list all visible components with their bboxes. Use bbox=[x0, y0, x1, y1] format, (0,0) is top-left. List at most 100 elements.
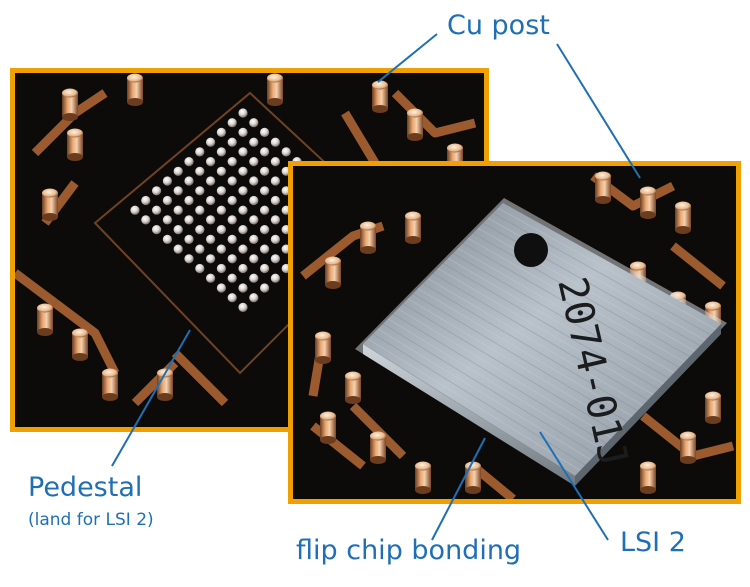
pedestal-pad bbox=[162, 195, 172, 206]
photo-lsi-mounted: 2074-01J bbox=[288, 161, 741, 504]
cu-post bbox=[267, 73, 283, 106]
pedestal-pad bbox=[184, 234, 194, 244]
pedestal-pad bbox=[238, 263, 248, 274]
pedestal-pad bbox=[249, 215, 259, 225]
pedestal-pad bbox=[216, 127, 226, 137]
cu-post bbox=[320, 411, 336, 444]
pedestal-pad bbox=[227, 273, 237, 283]
leader-cu-post-right bbox=[556, 43, 641, 179]
pedestal-pad bbox=[249, 293, 259, 303]
photo-pedestal-board bbox=[10, 68, 489, 432]
cu-post bbox=[415, 461, 431, 494]
pedestal-pad bbox=[216, 186, 226, 196]
pedestal-pad bbox=[270, 157, 280, 167]
cu-post bbox=[345, 371, 361, 404]
pedestal-pad bbox=[162, 234, 172, 244]
pedestal-pad bbox=[249, 234, 259, 244]
pedestal-pad bbox=[216, 147, 226, 157]
pedestal-pad bbox=[206, 254, 216, 264]
pedestal-pad bbox=[216, 205, 226, 215]
pedestal-pad bbox=[152, 186, 162, 196]
pedestal-pad bbox=[173, 244, 183, 254]
cu-post bbox=[62, 88, 78, 121]
cu-post bbox=[372, 80, 388, 113]
pedestal-pad bbox=[206, 273, 216, 283]
pedestal-pad bbox=[249, 195, 259, 206]
pedestal-pad bbox=[216, 283, 226, 293]
label-cu-post: Cu post bbox=[447, 10, 550, 41]
pedestal-pad bbox=[260, 225, 270, 235]
cu-post bbox=[405, 211, 421, 244]
pedestal-pad bbox=[238, 147, 248, 157]
pedestal-pad bbox=[162, 176, 172, 186]
copper-traces bbox=[15, 89, 479, 407]
pedestal-pad bbox=[249, 157, 259, 167]
label-lsi-2: LSI 2 bbox=[620, 527, 686, 558]
pedestal-pad bbox=[260, 283, 270, 293]
pedestal-pad bbox=[173, 225, 183, 235]
pedestal-board-image bbox=[15, 73, 484, 427]
pedestal-pad bbox=[184, 195, 194, 206]
pedestal-pad bbox=[270, 176, 280, 186]
pedestal-pad bbox=[184, 254, 194, 264]
cu-post bbox=[360, 221, 376, 254]
pedestal-pad bbox=[281, 147, 291, 157]
pedestal-pad bbox=[184, 215, 194, 225]
pedestal-pad bbox=[260, 186, 270, 196]
pedestal-pad bbox=[195, 166, 205, 176]
pedestal-pad bbox=[270, 254, 280, 264]
pedestal-pad bbox=[238, 127, 248, 137]
pedestal-pad bbox=[270, 195, 280, 206]
pedestal-pad bbox=[227, 118, 237, 128]
pedestal-pad bbox=[238, 205, 248, 215]
pedestal-pad bbox=[152, 225, 162, 235]
pedestal-pad bbox=[173, 166, 183, 176]
cu-post bbox=[640, 461, 656, 494]
pedestal-pad bbox=[249, 137, 259, 147]
label-flip-chip-bonding: flip chip bonding bbox=[296, 535, 522, 566]
lsi-mounted-image: 2074-01J bbox=[293, 166, 736, 499]
copper-trace bbox=[52, 299, 120, 376]
pedestal-pad bbox=[227, 176, 237, 186]
cu-post bbox=[465, 461, 481, 494]
pedestal-pad bbox=[227, 254, 237, 264]
pedestal-pad bbox=[238, 186, 248, 196]
pedestal-pad bbox=[227, 195, 237, 206]
cu-post bbox=[37, 303, 53, 336]
cu-post bbox=[675, 201, 691, 234]
pedestal-pad bbox=[130, 205, 140, 215]
pedestal-pad bbox=[270, 137, 280, 147]
pedestal-pad bbox=[260, 147, 270, 157]
pedestal-pad bbox=[249, 118, 259, 128]
pedestal-pad bbox=[238, 283, 248, 293]
pedestal-pad bbox=[195, 225, 205, 235]
die-pin1-mark bbox=[514, 233, 548, 267]
pedestal-pad bbox=[206, 195, 216, 206]
pedestal-pad bbox=[206, 176, 216, 186]
cu-post bbox=[72, 328, 88, 361]
pedestal-pad bbox=[141, 215, 151, 225]
pedestal-pad bbox=[238, 108, 248, 118]
cu-post bbox=[705, 391, 721, 424]
pedestal-pad bbox=[141, 195, 151, 206]
pedestal-pad bbox=[249, 176, 259, 186]
pedestal-pad bbox=[195, 205, 205, 215]
pedestal-pad bbox=[162, 215, 172, 225]
pedestal-pad bbox=[195, 147, 205, 157]
pedestal-pad bbox=[249, 254, 259, 264]
cu-post bbox=[680, 431, 696, 464]
cu-post bbox=[42, 188, 58, 221]
cu-post bbox=[640, 186, 656, 219]
pedestal-pad bbox=[270, 215, 280, 225]
pedestal-pad bbox=[227, 137, 237, 147]
pedestal-pad bbox=[195, 263, 205, 274]
pedestal-pad bbox=[184, 176, 194, 186]
pedestal-pad bbox=[260, 244, 270, 254]
cu-post bbox=[370, 431, 386, 464]
pedestal-pad bbox=[173, 205, 183, 215]
cu-post bbox=[157, 368, 173, 401]
cu-post bbox=[102, 368, 118, 401]
pedestal-pad bbox=[206, 157, 216, 167]
cu-post bbox=[67, 128, 83, 161]
pedestal-pad bbox=[227, 157, 237, 167]
